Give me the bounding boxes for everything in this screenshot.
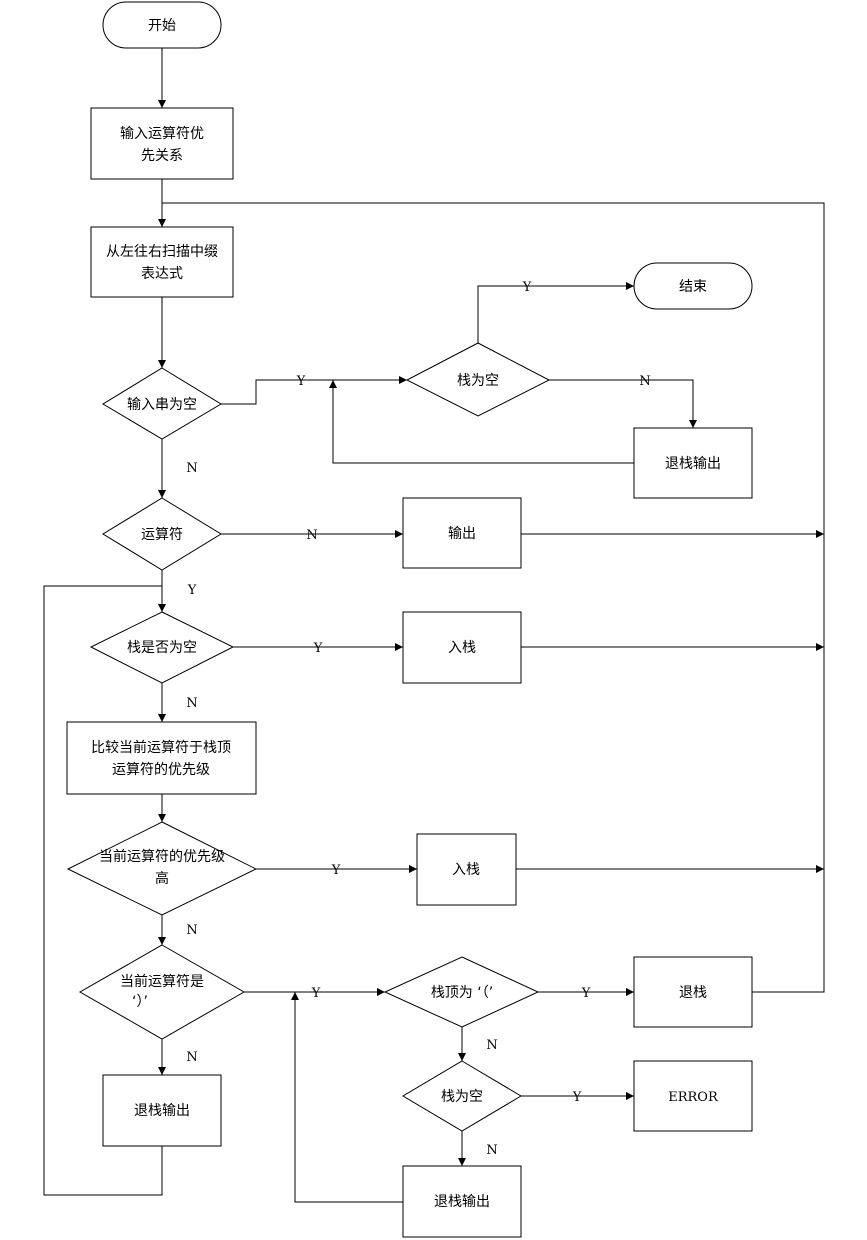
compare-label-2: 运算符的优先级 bbox=[112, 762, 210, 778]
top-lparen-no-label: N bbox=[486, 1038, 497, 1053]
rparen-no-label: N bbox=[186, 1050, 197, 1065]
input-priority-box bbox=[90, 107, 234, 180]
error-box bbox=[633, 1060, 753, 1132]
higher-no-label: N bbox=[186, 923, 197, 938]
edge-return-bus bbox=[162, 202, 825, 993]
pop-output-3-label: 退栈输出 bbox=[434, 1194, 490, 1210]
stack-empty-1-label: 栈为空 bbox=[457, 373, 499, 389]
pop-output-2-label: 退栈输出 bbox=[134, 1103, 190, 1119]
scan-label-2: 表达式 bbox=[141, 266, 183, 282]
stack-is-empty-label: 栈是否为空 bbox=[127, 640, 197, 656]
pop-output-3-box bbox=[402, 1165, 522, 1238]
edge-labels: Y N Y N N Y Y N Y N Y N Y N Y N bbox=[186, 280, 650, 1158]
start-terminal bbox=[102, 1, 222, 49]
is-operator-label: 运算符 bbox=[141, 527, 183, 543]
push-2-label: 入栈 bbox=[452, 862, 480, 878]
scan-label-1: 从左往右扫描中缀 bbox=[106, 244, 218, 260]
stack-empty-2-label: 栈为空 bbox=[441, 1089, 483, 1105]
edge-stack-empty-1-no bbox=[549, 379, 697, 428]
edge-input-empty-yes bbox=[221, 376, 407, 405]
is-operator-decision bbox=[102, 497, 222, 571]
stack-is-empty-yes-label: Y bbox=[313, 641, 323, 656]
stack-empty-1-no-label: N bbox=[639, 374, 650, 389]
edge-pop-output-3-loop bbox=[291, 992, 403, 1203]
stack-empty-1-decision bbox=[405, 342, 551, 417]
input-priority-label-1: 输入运算符优 bbox=[120, 126, 204, 142]
is-operator-no-label: N bbox=[306, 528, 317, 543]
rparen-yes-label: Y bbox=[311, 986, 321, 1001]
pop-output-1-label: 退栈输出 bbox=[665, 456, 721, 472]
start-label: 开始 bbox=[148, 18, 176, 34]
compare-box bbox=[66, 721, 257, 795]
compare-label-1: 比较当前运算符于栈顶 bbox=[91, 739, 231, 756]
output-label: 输出 bbox=[448, 526, 476, 542]
pop-output-2-box bbox=[102, 1074, 222, 1147]
edge-pop-output-1-loop bbox=[329, 380, 634, 464]
push-2-box bbox=[416, 833, 517, 906]
is-operator-yes-label: Y bbox=[187, 583, 197, 598]
pop-output-1-box bbox=[633, 427, 753, 499]
higher-priority-decision bbox=[66, 821, 258, 916]
stack-empty-1-yes-label: Y bbox=[522, 280, 532, 295]
scan-box bbox=[90, 226, 234, 298]
push-1-box bbox=[402, 611, 522, 684]
input-empty-label: 输入串为空 bbox=[127, 397, 197, 413]
top-lparen-yes-label: Y bbox=[581, 986, 591, 1001]
edge-stack-empty-1-yes bbox=[477, 282, 634, 343]
is-rparen-label-1: 当前运算符是 bbox=[120, 973, 204, 990]
higher-priority-label-2: 高 bbox=[155, 870, 169, 887]
stack-empty-2-no-label: N bbox=[486, 1143, 497, 1158]
end-label: 结束 bbox=[679, 279, 707, 295]
push-1-label: 入栈 bbox=[448, 640, 476, 656]
end-terminal bbox=[633, 262, 753, 310]
is-rparen-label-2: ‘）’ bbox=[132, 994, 148, 1010]
higher-yes-label: Y bbox=[331, 863, 341, 878]
edge-pop-output-2-loop bbox=[43, 585, 163, 1196]
input-empty-no-label: N bbox=[186, 461, 197, 476]
stack-is-empty-decision bbox=[89, 611, 235, 684]
top-lparen-label: 栈顶为 ‘（’ bbox=[431, 985, 493, 1001]
input-priority-label-2: 先关系 bbox=[141, 148, 183, 164]
pop-box bbox=[633, 956, 753, 1028]
nodes: 开始 输入运算符优 先关系 从左往右扫描中缀 表达式 输入串为空 栈为空 结束 … bbox=[66, 1, 753, 1238]
higher-priority-label-1: 当前运算符的优先级 bbox=[99, 848, 225, 865]
input-empty-decision bbox=[102, 367, 222, 440]
stack-empty-2-decision bbox=[402, 1060, 522, 1132]
is-rparen-decision bbox=[78, 944, 246, 1040]
error-label: ERROR bbox=[668, 1090, 719, 1105]
edges bbox=[43, 48, 825, 1203]
pop-label: 退栈 bbox=[679, 985, 707, 1001]
output-box bbox=[402, 497, 522, 569]
stack-empty-2-yes-label: Y bbox=[572, 1090, 582, 1105]
top-lparen-decision bbox=[383, 956, 540, 1028]
stack-is-empty-no-label: N bbox=[186, 696, 197, 711]
input-empty-yes-label: Y bbox=[296, 374, 306, 389]
